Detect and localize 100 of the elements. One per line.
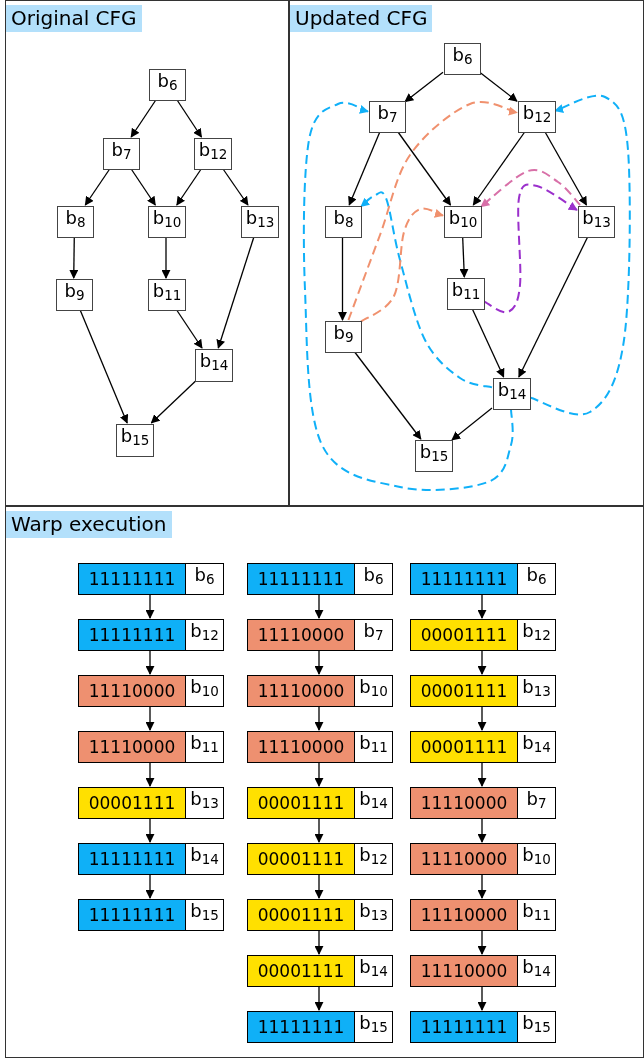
- block-label: b$_{12}$: [522, 104, 552, 122]
- block-label: b$_{10}$: [521, 844, 552, 870]
- block-label: b$_{9}$: [333, 324, 354, 342]
- thread-mask: 00001111: [248, 844, 355, 874]
- arrow: [145, 705, 155, 731]
- block-label: b$_{15}$: [419, 443, 449, 461]
- block-label: b$_{12}$: [521, 620, 552, 646]
- basic-block-box: [325, 206, 362, 238]
- thread-mask: 00001111: [248, 788, 355, 818]
- warp-step-box: [247, 619, 393, 651]
- basic-block-box: [493, 378, 531, 410]
- basic-block-box: [578, 206, 615, 238]
- warp-step-box: [78, 843, 224, 875]
- block-label: b$_{6}$: [193, 564, 216, 590]
- warp-step-box: [410, 563, 556, 595]
- block-label: b$_{8}$: [65, 209, 86, 227]
- arrow: [314, 593, 324, 619]
- arrow: [314, 817, 324, 843]
- block-label: b$_{11}$: [358, 732, 389, 758]
- block-label: b$_{13}$: [189, 788, 220, 814]
- block-label: b$_{6}$: [525, 564, 548, 590]
- dashed-arrow: [483, 183, 578, 314]
- panel-frame: [5, 506, 644, 1058]
- basic-block-box: [415, 440, 453, 472]
- warp-step-box: [410, 787, 556, 819]
- block-label: b$_{7}$: [525, 788, 548, 814]
- thread-mask: 11110000: [411, 956, 518, 986]
- warp-step-box: [410, 843, 556, 875]
- thread-mask: 11110000: [248, 620, 355, 650]
- arrow: [477, 985, 487, 1011]
- arrow: [84, 168, 111, 206]
- arrow: [477, 817, 487, 843]
- basic-block-box: [148, 279, 186, 311]
- arrow: [314, 761, 324, 787]
- basic-block-box: [116, 424, 154, 457]
- arrow: [145, 593, 155, 619]
- warp-step-box: [410, 899, 556, 931]
- thread-mask: 11111111: [79, 564, 186, 594]
- thread-mask: 11110000: [79, 676, 186, 706]
- block-label: b$_{6}$: [452, 46, 473, 64]
- panel-frame: [289, 0, 644, 506]
- basic-block-box: [149, 69, 186, 101]
- dashed-arrow: [529, 94, 631, 416]
- warp-step-box: [410, 731, 556, 763]
- arrow: [477, 761, 487, 787]
- basic-block-box: [241, 206, 279, 238]
- arrow: [348, 131, 381, 206]
- warp-step-box: [410, 619, 556, 651]
- warp-step-box: [247, 731, 393, 763]
- thread-mask: 11110000: [248, 732, 355, 762]
- thread-mask: 00001111: [79, 788, 186, 818]
- arrow: [176, 168, 202, 206]
- warp-step-box: [78, 787, 224, 819]
- block-label: b$_{14}$: [497, 381, 527, 399]
- block-label: b$_{14}$: [358, 956, 389, 982]
- block-label: b$_{11}$: [451, 281, 481, 299]
- thread-mask: 11110000: [79, 732, 186, 762]
- thread-mask: 00001111: [248, 900, 355, 930]
- warp-step-box: [410, 955, 556, 987]
- dashed-arrow: [480, 169, 582, 208]
- warp-step-box: [247, 563, 393, 595]
- thread-mask: 00001111: [248, 956, 355, 986]
- block-label: b$_{13}$: [245, 209, 275, 227]
- arrow: [518, 236, 589, 378]
- arrow: [314, 985, 324, 1011]
- block-label: b$_{12}$: [198, 141, 228, 159]
- basic-block-box: [447, 278, 485, 310]
- block-label: b$_{14}$: [199, 352, 229, 370]
- basic-block-box: [325, 321, 362, 353]
- arrow: [314, 649, 324, 675]
- block-label: b$_{15}$: [189, 900, 220, 926]
- block-label: b$_{10}$: [189, 676, 220, 702]
- panel-heading: Updated CFG: [290, 5, 433, 32]
- thread-mask: 11110000: [411, 844, 518, 874]
- block-label: b$_{11}$: [152, 282, 182, 300]
- block-label: b$_{10}$: [448, 209, 478, 227]
- block-label: b$_{14}$: [521, 956, 552, 982]
- arrow: [477, 593, 487, 619]
- block-label: b$_{11}$: [189, 732, 220, 758]
- thread-mask: 11111111: [248, 564, 355, 594]
- arrow: [79, 309, 129, 424]
- block-label: b$_{14}$: [521, 732, 552, 758]
- thread-mask: 11110000: [411, 900, 518, 930]
- panel-heading: Warp execution: [6, 511, 172, 538]
- thread-mask: 11111111: [79, 844, 186, 874]
- block-label: b$_{6}$: [157, 72, 178, 90]
- warp-step-box: [410, 1011, 556, 1043]
- block-label: b$_{8}$: [333, 209, 354, 227]
- block-label: b$_{13}$: [521, 676, 552, 702]
- arrow: [69, 236, 79, 279]
- arrow: [314, 705, 324, 731]
- block-label: b$_{7}$: [111, 141, 132, 159]
- basic-block-box: [444, 43, 481, 75]
- arrow: [314, 929, 324, 955]
- block-label: b$_{10}$: [152, 209, 182, 227]
- block-label: b$_{14}$: [189, 844, 220, 870]
- panel-heading: Original CFG: [6, 5, 142, 32]
- basic-block-box: [195, 349, 233, 382]
- dashed-arrow: [347, 101, 518, 321]
- dashed-arrow: [360, 191, 493, 389]
